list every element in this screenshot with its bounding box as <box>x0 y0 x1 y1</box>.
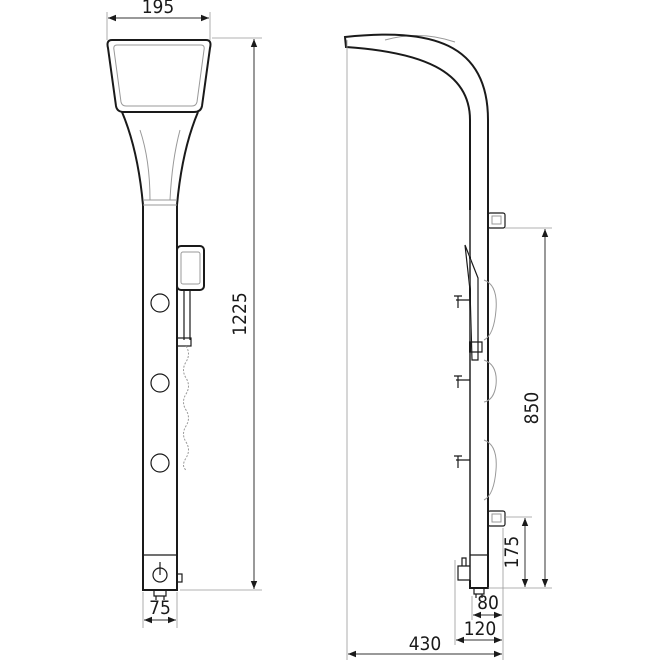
projection-dimension-label: 430 <box>409 633 442 655</box>
front-view: 195 1225 75 <box>106 0 262 628</box>
width-dimension-label: 195 <box>142 0 175 18</box>
valve-knob-icon <box>454 455 470 468</box>
side-jet-icon <box>487 212 506 229</box>
panel-body <box>121 111 199 591</box>
valve-knob-icon <box>454 295 470 308</box>
mixer-height-dimension-label: 175 <box>501 536 523 569</box>
overhead-shower-head <box>106 39 212 113</box>
valve-knob-icon <box>454 375 470 388</box>
side-view: 850 175 80 120 430 <box>343 33 552 660</box>
body-jet-icon <box>150 453 170 473</box>
hand-shower <box>176 245 205 471</box>
mixer-knob <box>152 562 183 600</box>
depth-dimension-label: 80 <box>477 592 499 614</box>
base-dimension-label: 75 <box>149 597 171 619</box>
jets-span-dimension-label: 850 <box>521 392 543 425</box>
side-jet-icon <box>487 510 506 527</box>
hand-shower-side <box>464 244 479 361</box>
total-depth-dimension-label: 120 <box>464 618 497 640</box>
body-jet-icon <box>150 293 170 313</box>
body-jet-icon <box>150 373 170 393</box>
height-dimension-label: 1225 <box>229 292 251 336</box>
mixer-lever-icon <box>457 557 470 581</box>
